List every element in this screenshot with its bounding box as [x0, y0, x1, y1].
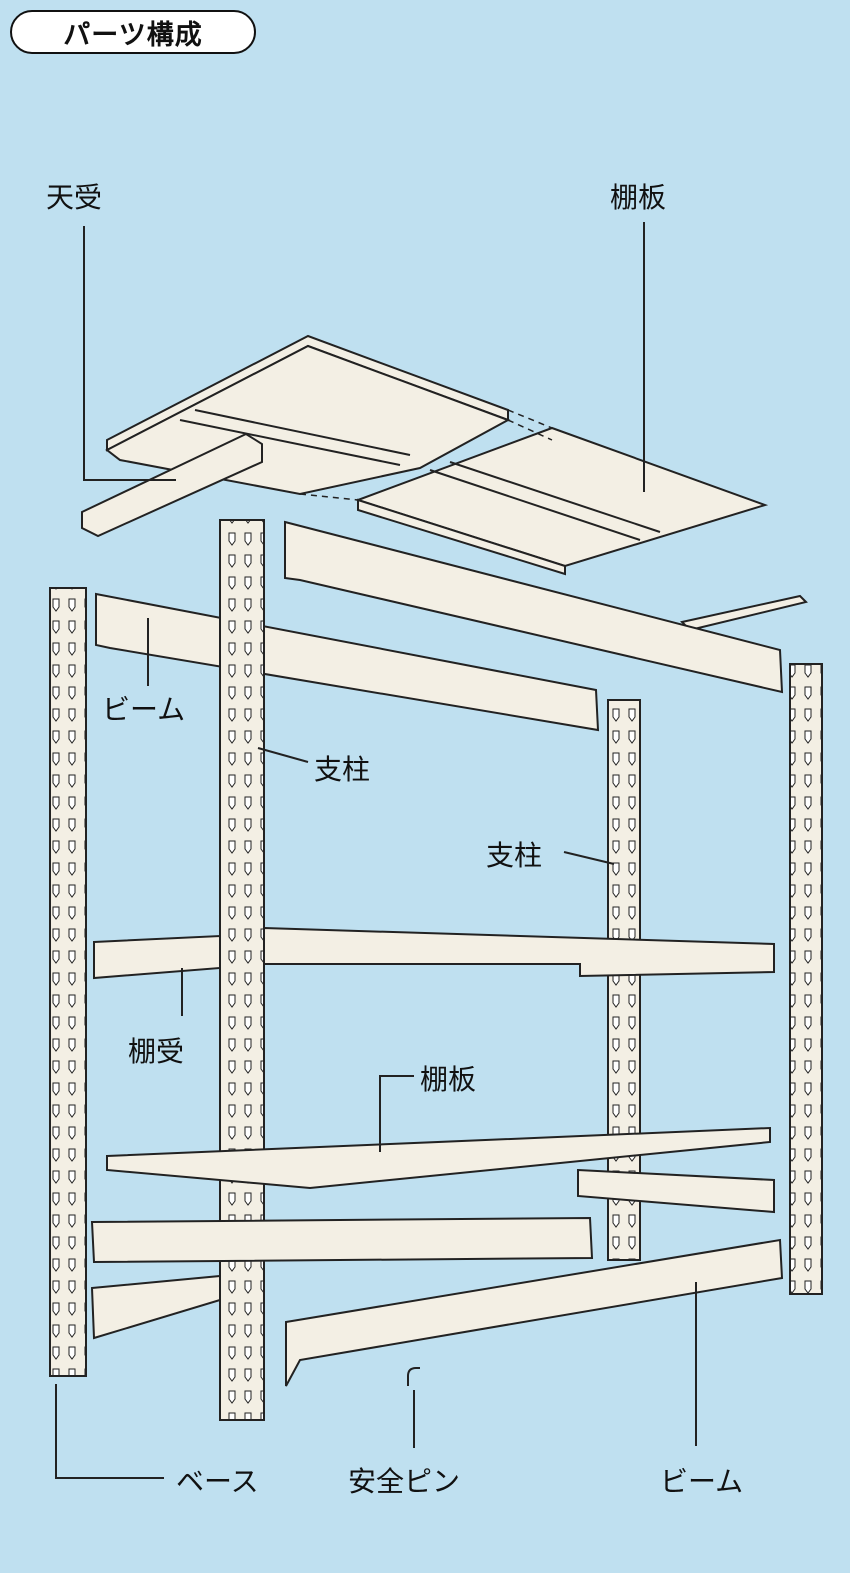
post-front-left [219, 519, 265, 1421]
post-back-right [607, 699, 641, 1261]
shelf-receiver-upper [93, 926, 775, 980]
post-far-left [49, 587, 87, 1377]
leader-lines [55, 222, 697, 1479]
label-base: ベース [176, 1465, 259, 1498]
label-shichu-right: 支柱 [486, 839, 543, 872]
label-tanaita-mid: 棚板 [420, 1063, 477, 1096]
top-receiver-back [680, 594, 808, 632]
top-shelf-board-right [354, 426, 769, 576]
lower-beam-front [285, 1238, 784, 1387]
connection-dashes [299, 409, 553, 501]
top-receiver-bracket-part [81, 432, 263, 538]
label-tenuke: 天受 [46, 181, 103, 214]
base-beam-left [90, 1274, 221, 1340]
middle-shelf-board [106, 1126, 771, 1190]
upper-beam-front [284, 520, 784, 694]
label-beam-lower: ビーム [660, 1465, 744, 1498]
label-shichu-left: 支柱 [314, 753, 371, 786]
label-safety-pin: 安全ピン [348, 1465, 461, 1498]
parts-title-badge: パーツ構成 [10, 10, 256, 54]
post-front-right [789, 663, 823, 1295]
shelf-receiver-lower-left [90, 1216, 594, 1264]
shelf-receiver-lower-right [577, 1168, 775, 1214]
label-tanaita-top: 棚板 [610, 181, 667, 214]
label-beam-upper: ビーム [102, 693, 186, 726]
label-tanauke: 棚受 [128, 1035, 185, 1068]
safety-pin-part [407, 1367, 420, 1386]
